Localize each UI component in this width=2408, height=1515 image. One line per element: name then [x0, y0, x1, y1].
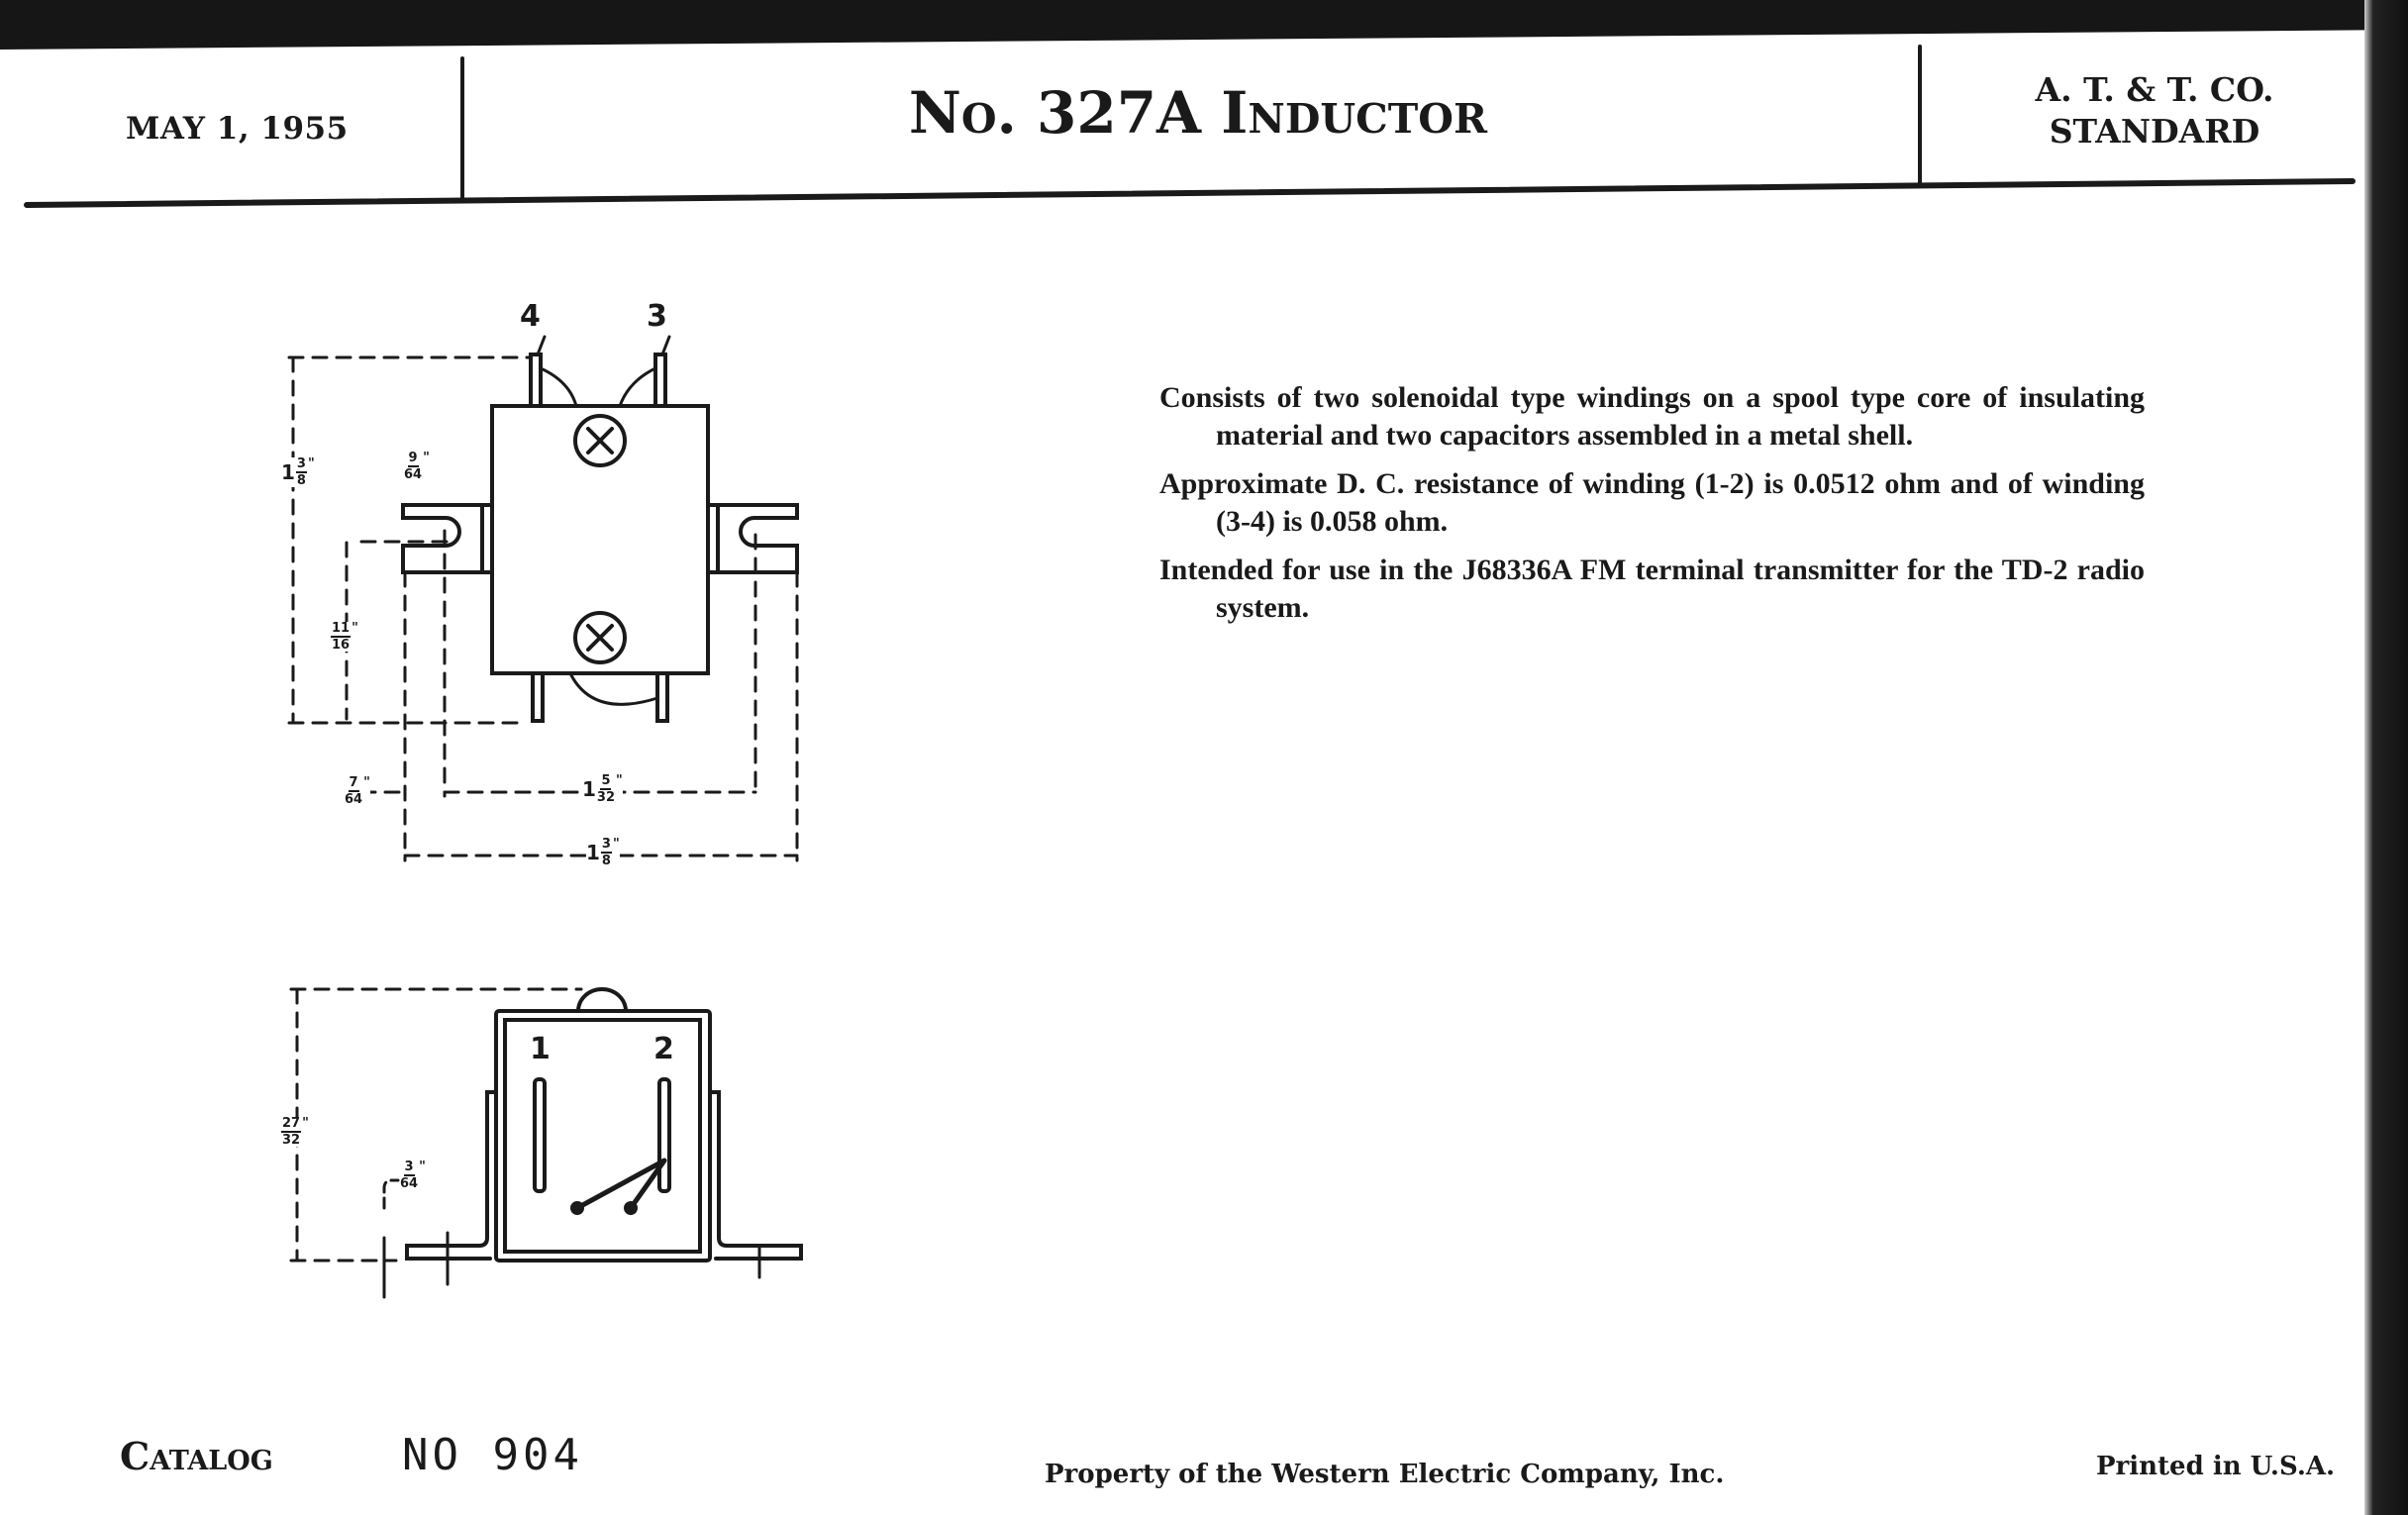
dim-num: 11	[331, 621, 351, 638]
rivet-head	[576, 987, 628, 1013]
standard-label: A. T. & T. CO. STANDARD	[2010, 69, 2299, 152]
dim-num: 3	[403, 1160, 415, 1176]
dim-den: 32	[596, 790, 616, 805]
side-view-drawing	[405, 987, 803, 1286]
dim-num: 3	[295, 456, 307, 473]
property-notice: Property of the Western Electric Company…	[1045, 1460, 1725, 1489]
inch-mark: "	[302, 1116, 309, 1131]
dim-den: 64	[404, 467, 423, 482]
terminal-label-2: 2	[653, 1032, 674, 1066]
page-title: No. 327A Inductor	[908, 79, 1488, 147]
dim-whole: 1	[582, 777, 596, 801]
inch-mark: "	[423, 451, 430, 465]
dim-den: 64	[345, 792, 363, 807]
dim-num: 27	[281, 1116, 302, 1133]
dim-whole: 1	[281, 460, 295, 484]
dim-num: 9	[407, 451, 419, 467]
dim-den: 16	[332, 638, 351, 653]
description-paragraph: Approximate D. C. resistance of winding …	[1159, 467, 2145, 538]
screw-bottom	[573, 611, 627, 664]
terminal-label-1: 1	[530, 1032, 551, 1066]
inch-mark: "	[307, 456, 315, 471]
description-paragraph: Consists of two solenoidal type windings…	[1159, 381, 2145, 452]
inch-mark: "	[351, 621, 358, 636]
dim-den: 8	[601, 854, 611, 868]
scan-right-border	[2364, 0, 2408, 1515]
header-rule	[24, 178, 2356, 208]
top-view-drawing	[401, 335, 799, 723]
standard-line-1: A. T. & T. CO.	[2035, 70, 2274, 109]
dim-den: 8	[296, 473, 306, 488]
inch-mark: "	[419, 1160, 426, 1174]
issue-date: MAY 1, 1955	[126, 111, 349, 147]
side-view-dimension-lines	[289, 987, 583, 1299]
dim-whole: 1	[586, 841, 600, 864]
catalog-label: Catalog	[120, 1434, 273, 1478]
inch-mark: "	[616, 773, 623, 788]
description-paragraph: Intended for use in the J68336A FM termi…	[1159, 554, 2145, 624]
description: Consists of two solenoidal type windings…	[1159, 379, 2145, 638]
dim-num: 7	[348, 775, 359, 792]
terminal-label-3: 3	[647, 299, 667, 334]
inch-mark: "	[612, 837, 620, 852]
screw-top	[573, 414, 627, 467]
terminal-label-4: 4	[520, 299, 541, 334]
standard-line-2: STANDARD	[2049, 112, 2260, 151]
dim-den: 64	[400, 1176, 419, 1191]
printed-notice: Printed in U.S.A.	[2096, 1452, 2336, 1481]
catalog-number: NO 904	[402, 1430, 583, 1480]
dim-num: 5	[600, 773, 612, 790]
inch-mark: "	[363, 775, 370, 790]
dim-den: 32	[282, 1133, 301, 1148]
dim-num: 3	[600, 837, 612, 854]
top-view-dimension-lines	[287, 355, 799, 862]
